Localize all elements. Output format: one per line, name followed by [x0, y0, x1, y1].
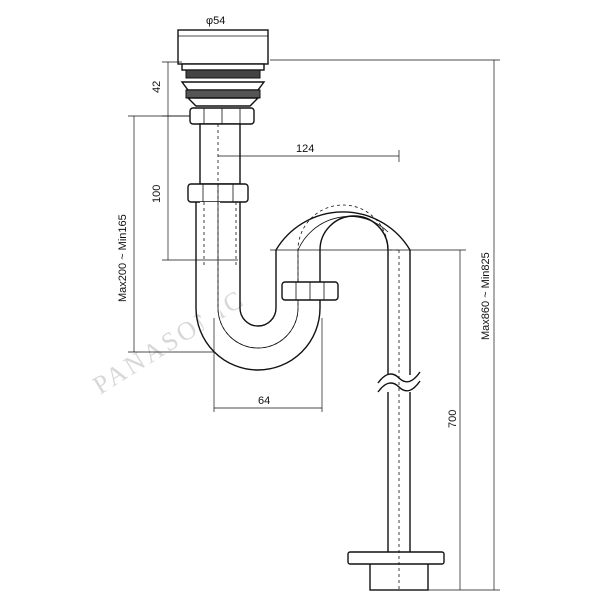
dim-insertion: 100: [151, 116, 238, 261]
dim-horizontal-offset-label: 124: [296, 143, 314, 155]
trap-union-nut: [281, 281, 339, 301]
floor-flange: [347, 551, 445, 565]
dim-trap-adjust-label: Max200 ~ Min165: [117, 214, 129, 302]
dim-trap-adjust: Max200 ~ Min165: [117, 115, 214, 353]
dim-outlet-diameter-label: φ54: [206, 15, 225, 27]
dim-flange-height-label: 42: [151, 81, 163, 93]
gasket-flange: [180, 81, 266, 107]
dim-overall-height-label: Max860 ~ Min825: [480, 252, 492, 340]
dim-drain-pipe: 700: [270, 249, 466, 591]
dim-outlet-diameter: φ54: [206, 15, 225, 27]
drain-cap: [177, 29, 269, 79]
tailpiece-pipe: [199, 123, 241, 185]
dim-trap-width: 64: [213, 318, 323, 412]
upper-nut: [189, 107, 255, 125]
dim-drain-pipe-label: 700: [447, 410, 459, 428]
dim-overall-height: Max860 ~ Min825: [270, 59, 500, 591]
dim-trap-width-label: 64: [258, 395, 270, 407]
dim-horizontal-offset: 124: [218, 143, 400, 162]
dim-insertion-label: 100: [151, 185, 163, 203]
trap-body: [195, 160, 411, 590]
